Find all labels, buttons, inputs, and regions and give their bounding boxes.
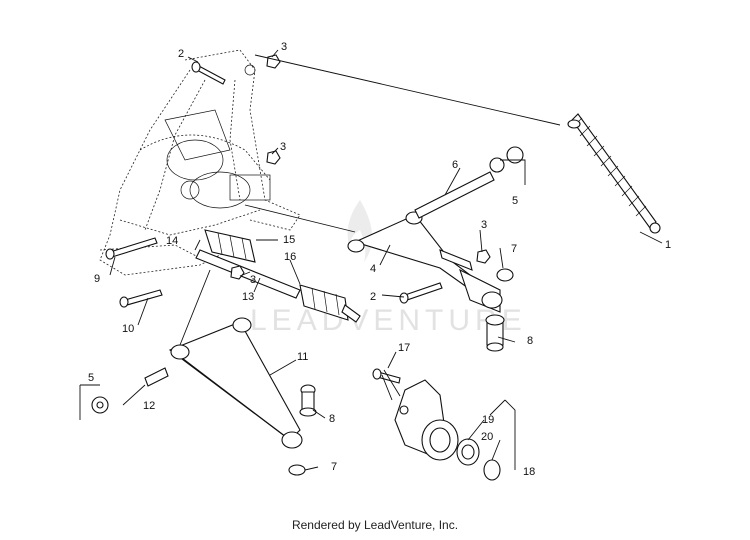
bolt-10 [119,289,163,308]
bracket-5-lower [79,384,100,420]
callout-6: 6 [452,159,458,171]
callout-15: 15 [283,234,295,246]
vehicle-frame [99,49,301,276]
upper-ball-joint [485,314,505,352]
drive-axle [195,229,361,323]
callout-3-lower: 3 [250,274,256,286]
callout-5-lower: 5 [88,372,94,384]
callout-7-upper: 7 [511,243,517,255]
upper-snap-ring [496,268,514,282]
nut-3-arm [476,249,491,264]
callout-2-top: 2 [178,48,184,60]
callout-9: 9 [94,273,100,285]
callout-20: 20 [481,431,493,443]
bolt-2-arm [399,282,443,304]
callout-2-arm: 2 [370,291,376,303]
callout-11: 11 [297,351,308,363]
bracket-5-upper [500,159,526,185]
watermark-logo-icon [347,200,373,262]
lower-pivot-tube [91,367,169,414]
watermark-text: LEADVENTURE [250,304,527,337]
callout-5-upper: 5 [512,195,518,207]
upper-a-arm [347,211,503,313]
steering-knuckle [394,379,459,461]
callout-10: 10 [122,323,134,335]
callout-13: 13 [242,291,254,303]
callout-12: 12 [143,400,155,412]
callout-8-lower: 8 [329,413,335,425]
bolt-9 [105,237,158,260]
bracket-18 [489,399,516,470]
callout-16: 16 [284,251,296,263]
callout-7-lower: 7 [331,461,337,473]
callout-3-top: 3 [281,41,287,53]
callout-3-mid: 3 [280,141,286,153]
callout-18: 18 [523,466,535,478]
callout-17: 17 [398,342,410,354]
callout-19: 19 [482,414,494,426]
callout-8-upper: 8 [527,335,533,347]
rendered-by-footer: Rendered by LeadVenture, Inc. [291,518,459,532]
nut-3-upper [266,54,281,69]
callout-14: 14 [166,235,178,247]
bolt-2-upper [191,61,226,85]
callout-1: 1 [665,239,671,251]
wheel-bearing [456,438,480,466]
leader-lines [109,49,663,471]
callouts: 1 2 2 3 3 3 3 4 5 5 6 7 7 8 8 9 10 11 12… [88,41,671,478]
callout-4: 4 [370,263,376,275]
upper-pivot-tube [414,146,524,219]
bearing-snap-ring [483,459,501,481]
lower-snap-ring [288,464,306,476]
lower-a-arm [168,317,303,449]
callout-3-arm: 3 [481,219,487,231]
lower-ball-joint [299,384,317,417]
shock-absorber [567,113,661,234]
bolt-17 [372,368,401,384]
